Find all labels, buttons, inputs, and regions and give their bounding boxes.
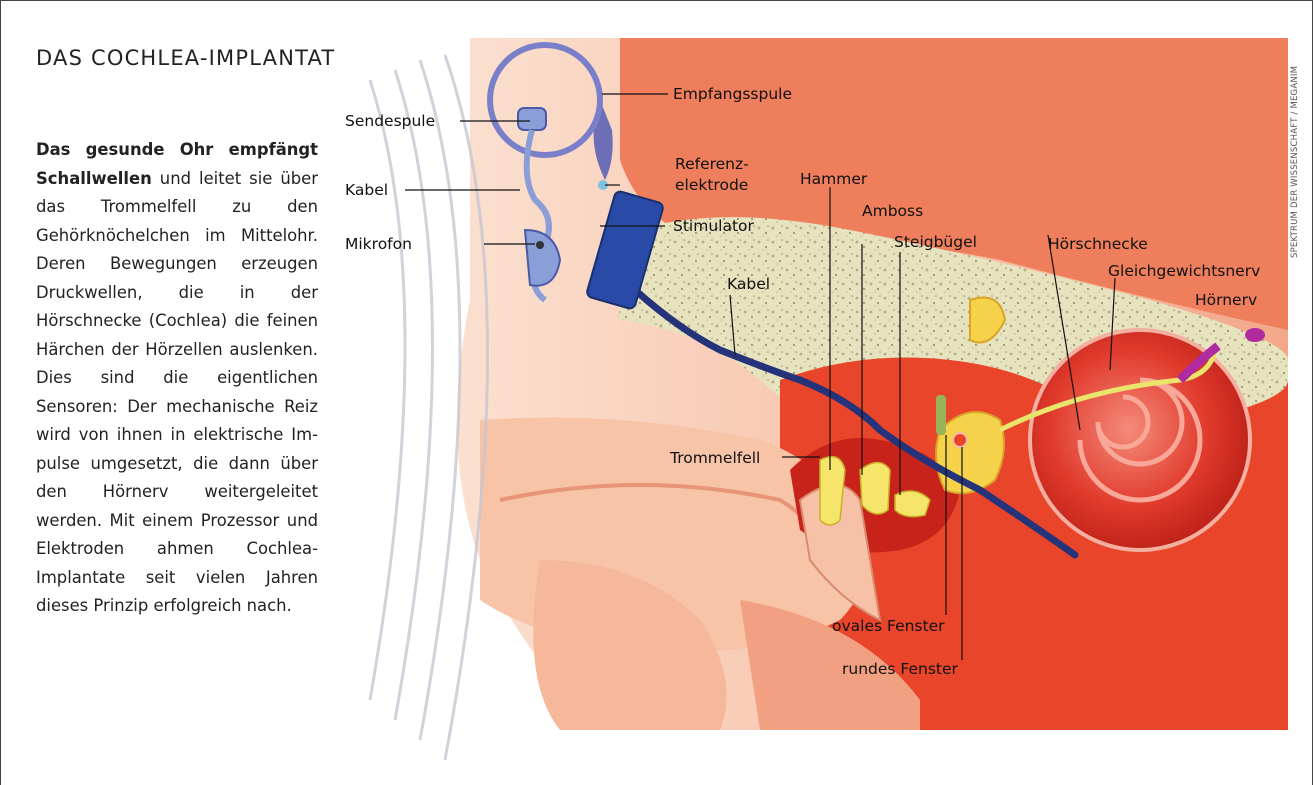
sending-coil [518, 108, 546, 130]
label-kabel-left: Kabel [345, 181, 388, 199]
label-empfangsspule: Empfangsspule [673, 85, 792, 103]
label-hammer: Hammer [800, 170, 867, 188]
label-amboss: Amboss [862, 202, 923, 220]
anvil-bone [860, 463, 890, 515]
label-referenzelektrode-1: Referenz- [675, 155, 749, 173]
label-hoernerv: Hörnerv [1195, 291, 1257, 309]
label-hoerschnecke: Hörschnecke [1048, 235, 1148, 253]
hammer-bone [820, 457, 845, 525]
round-window [953, 433, 967, 447]
label-kabel-mid: Kabel [727, 275, 770, 293]
frame-left-border [0, 0, 1, 785]
label-steigbuegel: Steigbügel [894, 233, 977, 251]
cochlea-implant-illustration [330, 38, 1290, 768]
auditory-nerve [1245, 328, 1265, 342]
label-rundes-fenster: rundes Fenster [842, 660, 958, 678]
label-referenzelektrode-2: elektrode [675, 176, 748, 194]
label-stimulator: Stimulator [673, 217, 754, 235]
oval-window [936, 395, 946, 435]
label-mikrofon: Mikrofon [345, 235, 412, 253]
label-ovales-fenster: ovales Fenster [832, 617, 945, 635]
intro-paragraph: Das gesunde Ohr empfängt Schallwellen un… [36, 136, 318, 621]
frame-top-border [0, 0, 1313, 1]
image-credit: SPEKTRUM DER WISSENSCHAFT / MEGANIM [1290, 66, 1300, 258]
label-sendespule: Sendespule [345, 112, 435, 130]
label-trommelfell: Trommelfell [670, 449, 760, 467]
label-gleichgewichtsnerv: Gleichgewichtsnerv [1108, 262, 1260, 280]
intro-text: und leitet sie über das Trommelfell zu d… [36, 169, 318, 616]
figure-title: DAS COCHLEA-IMPLANTAT [36, 46, 335, 70]
